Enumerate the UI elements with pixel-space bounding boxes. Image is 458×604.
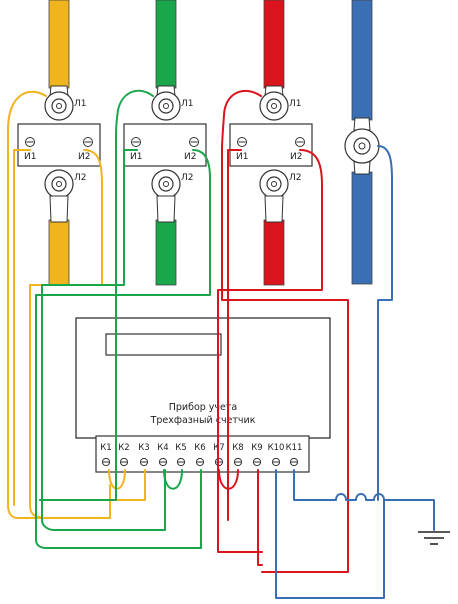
neutral-group [344,0,380,285]
phase-a-label-i1: И1 [24,152,36,162]
phase-b-bolt-bottom-inner [163,181,169,187]
phase-b-i1-lead [41,149,166,531]
phase-a-k3-lead [39,469,146,501]
neutral-lug-bottom [353,161,371,175]
phase-c-label-i1: И1 [236,152,248,162]
terminal-block [95,435,310,473]
terminal-label-11: К11 [286,443,303,453]
terminal-label-9: К9 [251,443,262,453]
phase-c-i1-lead [227,149,242,521]
phase-b-cable-bottom [155,219,177,286]
terminal-label-2: К2 [118,443,129,453]
phase-c-cable-top [263,0,285,89]
terminal-label-8: К8 [232,443,243,453]
phase-c-bolt-top-inner [271,103,277,109]
phase-b-k4-k5-loop [163,469,183,490]
phase-b-group [155,0,177,286]
phase-a-cable-top [48,0,70,89]
phase-c-label-l2: Л2 [289,173,302,183]
phase-b-lug-bottom [156,195,176,223]
neutral-k11-ground-lead [293,469,435,531]
meter: Прибор учета Трехфазный счетчик [75,317,331,473]
phase-a-cable-bottom [48,219,70,286]
neutral-lug-top [353,117,371,131]
phase-c-label-l1: Л1 [289,99,302,109]
phase-a-bolt-bottom-inner [56,181,62,187]
neutral-cable-bottom [351,171,373,285]
meter-display [105,333,222,356]
terminal-label-1: К1 [100,443,111,453]
phase-a-label-l1: Л1 [74,99,87,109]
meter-title: Прибор учета [169,402,238,413]
phase-c-jumper-l1 [221,90,349,573]
terminal-label-4: К4 [157,443,168,453]
neutral-cable-top [351,0,373,121]
phase-b-label-i1: И1 [130,152,142,162]
phase-c-bolt-bottom-inner [271,181,277,187]
phase-b-bolt-top-inner [163,103,169,109]
phase-a-jumper-l1 [7,90,111,519]
terminal-label-10: К10 [268,443,285,453]
neutral-bolt-inner [358,142,366,150]
phase-a-label-i2: И2 [78,152,90,162]
neutral-k10-lead [275,469,385,599]
meter-subtitle: Трехфазный счетчик [150,415,256,426]
phase-b-label-i2: И2 [184,152,196,162]
terminal-label-3: К3 [138,443,149,453]
terminal-label-6: К6 [194,443,205,453]
phase-b-cable-top [155,0,177,89]
phase-c-k7-k8-loop [218,469,239,490]
phase-b-i2-lead [35,149,211,549]
phase-b-label-l1: Л1 [181,99,194,109]
phase-a-lug-bottom [49,195,69,223]
phase-c-i2-lead [217,149,323,553]
ground-icon [418,531,450,545]
phase-b-jumper-l1 [39,89,154,501]
phase-c-k9-lead [257,469,263,566]
phase-a-label-l2: Л2 [74,173,87,183]
phase-b-k6-lead [61,469,202,549]
phase-a-i1-lead [13,149,31,506]
phase-a-bolt-top-inner [56,103,62,109]
phase-b-label-l2: Л2 [181,173,194,183]
neutral-lead [377,145,393,501]
terminal-label-5: К5 [175,443,186,453]
phase-c-label-i2: И2 [290,152,302,162]
phase-c-lug-bottom [264,195,284,223]
phase-c-cable-bottom [263,219,285,286]
